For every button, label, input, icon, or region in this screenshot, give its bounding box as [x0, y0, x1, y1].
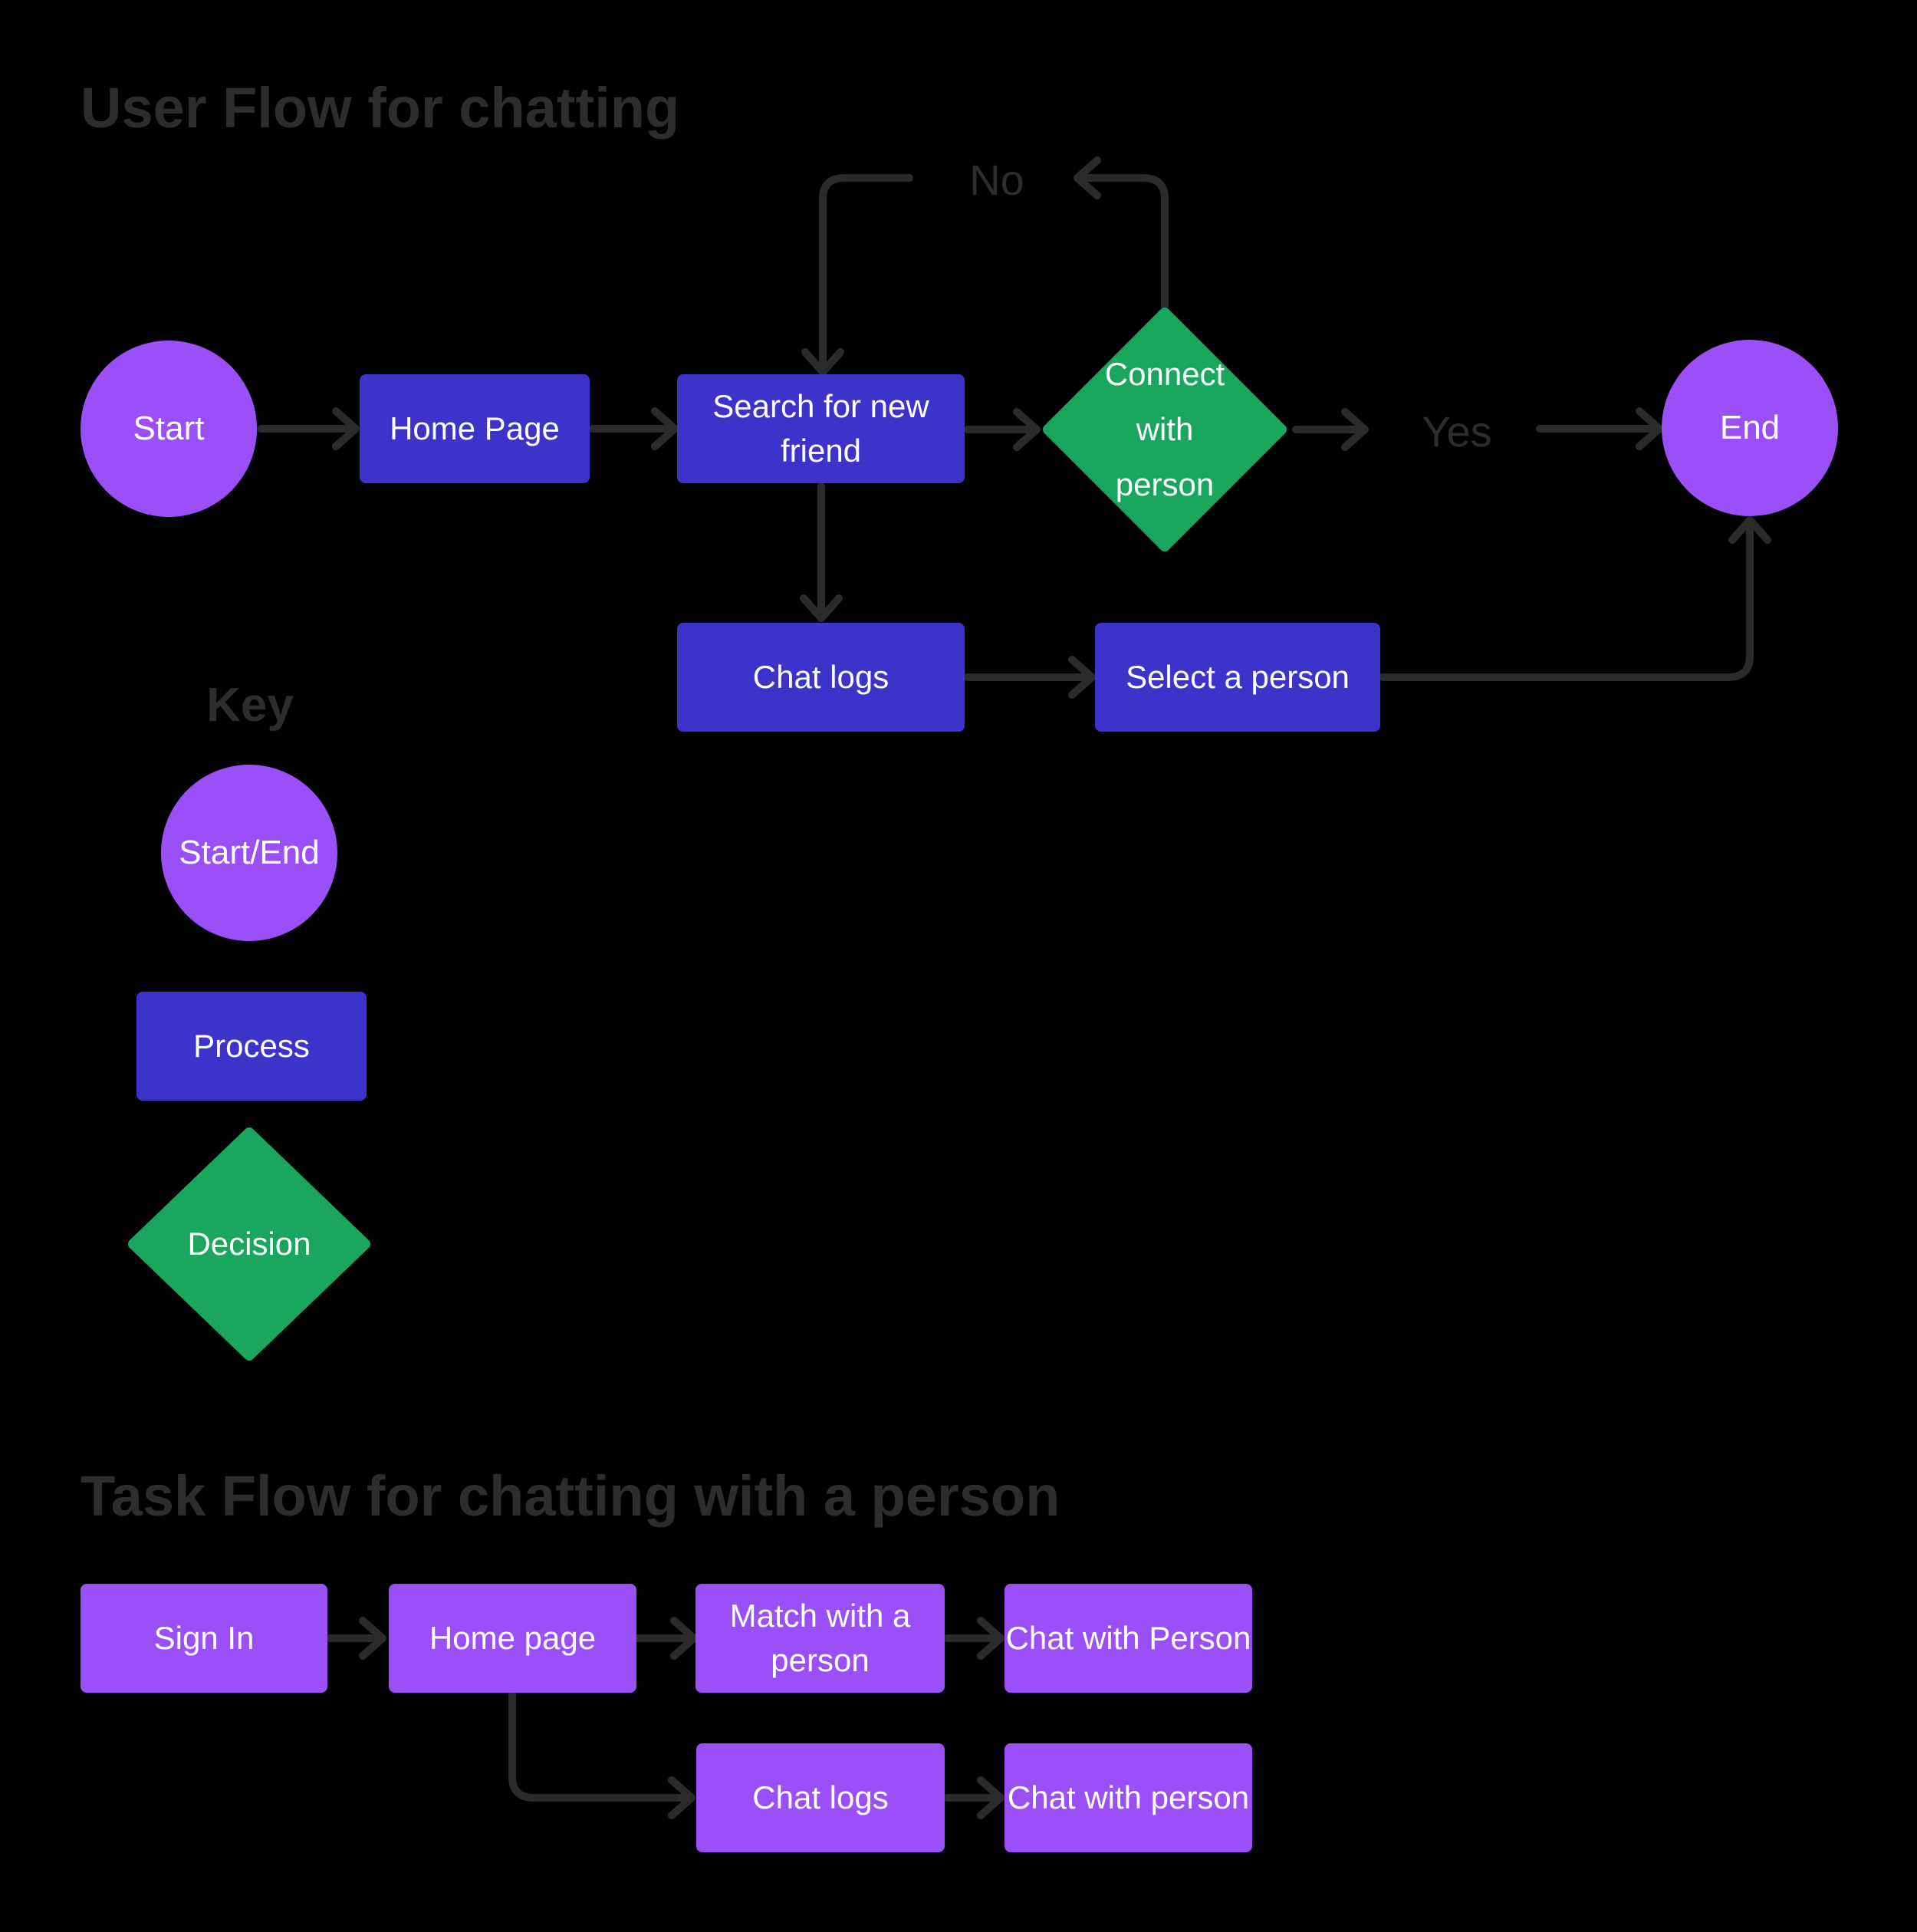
end-node[interactable]: End — [1662, 340, 1838, 516]
chat-with-person-node-2-label: Chat with person — [1007, 1779, 1250, 1816]
edge-homepage-chatlogs — [508, 1691, 695, 1819]
decision-node-label: Connect with person — [1104, 355, 1225, 503]
search-node-label: Search for new friend — [712, 388, 929, 469]
task-home-page-node[interactable]: Home page — [389, 1584, 636, 1693]
edge-select-end — [1379, 516, 1771, 681]
diamond-shape — [1043, 308, 1287, 551]
select-person-node[interactable]: Select a person — [1095, 623, 1380, 732]
home-page-node[interactable]: Home Page — [360, 374, 590, 483]
chat-with-person-node-label: Chat with Person — [1005, 1620, 1251, 1657]
home-page-node-label: Home Page — [390, 410, 560, 447]
edge-match-chat — [943, 1617, 1005, 1660]
legend-process-label: Process — [193, 1028, 310, 1065]
end-node-label: End — [1719, 408, 1781, 446]
user-flow-title: User Flow for chatting — [81, 76, 680, 140]
key-title: Key — [206, 679, 294, 732]
task-flow-title: Task Flow for chatting with a person — [81, 1464, 1060, 1528]
sign-in-node-label: Sign In — [153, 1620, 255, 1657]
legend-decision[interactable]: Decision — [128, 1127, 370, 1361]
start-node-label: Start — [133, 409, 205, 447]
legend-decision-label: Decision — [187, 1225, 311, 1262]
edge-homepage-match — [633, 1617, 698, 1660]
yes-edge-label: Yes — [1422, 407, 1492, 456]
edge-search-decision — [963, 408, 1041, 451]
legend-start-end[interactable]: Start/End — [161, 765, 337, 941]
match-with-person-node-label: Match with a person — [729, 1598, 911, 1678]
chat-logs-node[interactable]: Chat logs — [677, 623, 965, 732]
no-edge-label: No — [969, 156, 1024, 204]
start-node[interactable]: Start — [81, 341, 257, 517]
edge-chatlogs-chat — [943, 1776, 1005, 1819]
edge-search-chatlogs — [800, 482, 843, 622]
chat-with-person-node-2[interactable]: Chat with person — [1005, 1743, 1252, 1852]
edge-no-loop-right — [1074, 156, 1169, 310]
chat-logs-node-label: Chat logs — [752, 659, 889, 696]
task-home-page-node-label: Home page — [429, 1620, 597, 1657]
edge-home-search — [588, 407, 679, 450]
sign-in-node[interactable]: Sign In — [81, 1584, 327, 1693]
task-chat-logs-node-label: Chat logs — [752, 1779, 889, 1816]
select-person-node-label: Select a person — [1126, 659, 1350, 696]
edge-signin-homepage — [326, 1617, 386, 1660]
edge-yes-end — [1536, 407, 1663, 450]
legend-process[interactable]: Process — [136, 992, 367, 1101]
edge-start-home — [257, 407, 360, 450]
match-with-person-node[interactable]: Match with a person — [695, 1584, 945, 1693]
edge-chatlogs-select — [963, 656, 1096, 699]
edge-decision-yes — [1292, 408, 1369, 451]
decision-node[interactable]: Connect with person — [1043, 308, 1287, 551]
edge-no-loop-left — [801, 174, 913, 376]
diamond-shape — [128, 1127, 370, 1361]
search-node[interactable]: Search for new friend — [677, 374, 965, 483]
legend-start-end-label: Start/End — [179, 833, 320, 871]
task-chat-logs-node[interactable]: Chat logs — [696, 1743, 945, 1852]
chat-with-person-node[interactable]: Chat with Person — [1005, 1584, 1252, 1693]
